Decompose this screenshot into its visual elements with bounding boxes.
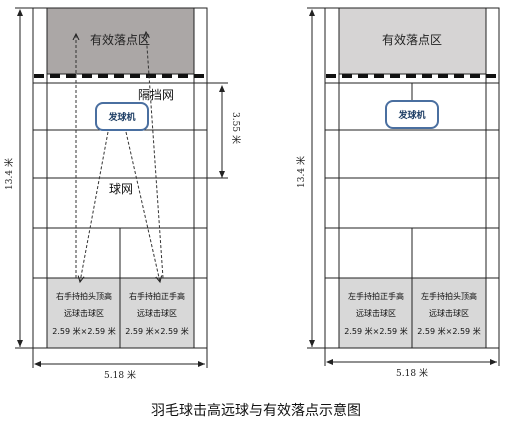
left-court: 有效落点区 右手持拍头顶高 远球击球区 2.59 米×2.59 米 右手持拍正手… [3,7,242,381]
left-target-zone [46,7,195,75]
left-zone-forehand [119,277,195,349]
left-zone-overhead-line1: 右手持拍头顶高 [56,291,112,301]
figure-caption: 羽毛球击高远球与有效落点示意图 [151,402,361,419]
right-dim-width-label: 5.18 米 [396,367,428,379]
right-zone-forehand-line3: 2.59 米×2.59 米 [344,326,407,336]
right-serving-machine-label: 发球机 [397,109,425,121]
left-zone-overhead-line2: 远球击球区 [64,308,104,318]
left-net-label-bg [106,180,136,196]
right-zone-forehand-line2: 远球击球区 [356,308,396,318]
right-zone-forehand [338,277,413,349]
left-serving-machine [95,102,149,131]
right-zone-overhead-line2: 远球击球区 [429,308,469,318]
trajectory-line [146,32,164,279]
left-zone-forehand-line3: 2.59 米×2.59 米 [125,326,188,336]
right-zone-overhead-line3: 2.59 米×2.59 米 [417,326,480,336]
left-trajectories [76,32,164,282]
left-barrier-net-label-bg [135,86,177,102]
right-serving-machine [385,100,439,129]
left-target-zone-label: 有效落点区 [90,32,150,47]
left-zone-forehand-line1: 右手持拍正手高 [129,291,185,301]
right-court: 有效落点区 左手持拍正手高 远球击球区 2.59 米×2.59 米 左手持拍头顶… [295,7,500,379]
right-zone-overhead-line1: 左手持拍头顶高 [421,291,477,301]
left-dim-width-label: 5.18 米 [104,369,136,381]
right-target-zone-label: 有效落点区 [382,32,442,47]
left-barrier-net-label: 隔挡网 [138,88,174,102]
right-zone-overhead [411,277,487,349]
right-zone-forehand-line1: 左手持拍正手高 [348,291,404,301]
left-net-label: 球网 [109,182,133,196]
left-dim-spacing-label: 3.55 米 [230,112,242,144]
trajectory-line [125,131,160,282]
left-zone-forehand-line2: 远球击球区 [137,308,177,318]
left-zone-overhead-line3: 2.59 米×2.59 米 [52,326,115,336]
left-serving-machine-label: 发球机 [107,111,135,123]
trajectory-line [80,131,109,282]
right-dim-height-label: 13.4 米 [295,156,307,188]
left-dim-height-label: 13.4 米 [3,158,15,190]
